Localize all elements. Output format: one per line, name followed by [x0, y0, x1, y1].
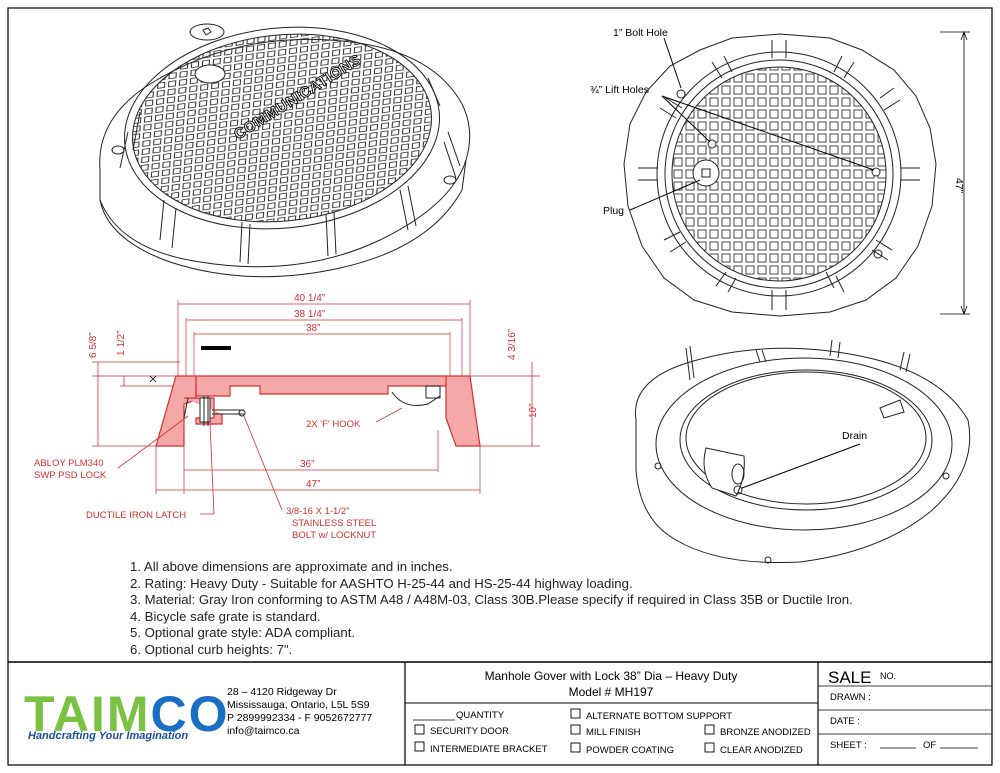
checkbox-clear-anodized[interactable]	[704, 742, 715, 753]
iso-lock-tab	[189, 23, 225, 41]
dim-10: 10”	[528, 404, 539, 418]
iso-ribs	[119, 77, 461, 265]
dim-47: 47”	[306, 479, 320, 490]
title-block	[8, 661, 992, 765]
section-title-bar	[201, 346, 231, 350]
option-powder-coating[interactable]: POWDER COATING	[586, 745, 674, 756]
note-4: 4. Bicycle safe grate is standard.	[130, 608, 321, 624]
note-6: 6. Optional curb heights: 7".	[130, 641, 293, 657]
drawn-label: DRAWN :	[830, 692, 871, 703]
taimco-logo: TAIMCO Handcrafting Your Imagination	[24, 686, 229, 742]
hook-label: 2X 'F' HOOK	[306, 419, 361, 430]
bottom-ring-inner-2	[685, 371, 927, 505]
bottom-ring-outer	[655, 357, 953, 531]
general-notes: 1. All above dimensions are approximate …	[130, 559, 853, 659]
checkbox-security-door[interactable]	[414, 724, 425, 735]
bottom-bolt-hole-2	[942, 472, 950, 480]
iso-plug	[194, 64, 226, 84]
dim-6-5-8: 6 5/8”	[88, 332, 99, 358]
option-mill-finish[interactable]: MILL FINISH	[586, 727, 641, 738]
email-line: info@taimco.ca	[227, 725, 300, 737]
latch-label: DUCTILE IRON LATCH	[86, 510, 186, 521]
iso-bottom-view	[634, 339, 971, 564]
sale-no-label: NO.	[880, 671, 896, 681]
address-line-1: 28 – 4120 Ridgeway Dr	[227, 686, 337, 698]
lift-holes-leader-2	[661, 95, 875, 171]
top-frame-inner	[656, 51, 902, 297]
top-dim-line	[940, 31, 970, 315]
lock-label-1: ABLOY PLM340	[34, 458, 104, 469]
sale-label: SALE	[828, 668, 871, 687]
sheet-border	[7, 7, 993, 766]
section-cover	[195, 375, 447, 397]
iso-grate	[123, 30, 441, 230]
bolt-label-1: 3/8-16 X 1-1/2”	[286, 506, 349, 517]
note-3: 3. Material: Gray Iron conforming to AST…	[130, 592, 853, 608]
phone-line: P 2899992334 - F 9052672777	[227, 712, 372, 724]
top-plug	[692, 159, 720, 187]
bottom-lock-body	[703, 447, 745, 497]
top-bolt-hole	[676, 89, 686, 99]
dim-4-3-16: 4 3/16”	[507, 329, 518, 360]
bolt-label-3: BOLT w/ LOCKNUT	[292, 530, 376, 541]
section-view	[92, 300, 540, 515]
dim-36: 36”	[300, 459, 314, 470]
option-alternate-bottom-support[interactable]: ALTERNATE BOTTOM SUPPORT	[586, 711, 732, 722]
lift-holes-label: ¾” Lift Holes	[590, 84, 649, 96]
drain-leader	[741, 443, 861, 489]
drain-label: Drain	[842, 430, 867, 442]
bottom-bolt-hole-1	[654, 462, 662, 470]
sheet-label: SHEET :	[830, 740, 867, 751]
top-cover-rim	[664, 59, 894, 289]
bottom-flange-outline	[634, 347, 971, 563]
plug-leader	[629, 179, 701, 211]
tagline: Handcrafting Your Imagination	[28, 730, 188, 742]
dim-38: 38”	[306, 323, 320, 334]
checkbox-mill-finish[interactable]	[570, 724, 581, 735]
option-security-door[interactable]: SECURITY DOOR	[430, 726, 509, 737]
drawing-title: Manhole Gover with Lock 38” Dia – Heavy …	[485, 669, 738, 683]
model-number: Model # MH197	[569, 685, 654, 699]
option-intermediate-bracket[interactable]: INTERMEDIATE BRACKET	[430, 744, 548, 755]
dim-38-1-4: 38 1/4”	[294, 309, 325, 320]
iso-bolt-hole-left	[111, 145, 125, 155]
checkbox-intermediate-bracket[interactable]	[414, 741, 425, 752]
date-label: DATE :	[830, 716, 860, 727]
top-dim-47: 47”	[953, 178, 965, 194]
lock-label-2: SWP PSD LOCK	[34, 470, 107, 481]
checkbox-alternate-bottom-support[interactable]	[570, 708, 581, 719]
bottom-bolt-hole-3	[764, 556, 772, 564]
top-bolt-hole-2	[873, 249, 883, 259]
dim-1-1-2: 1 1/2”	[116, 330, 127, 356]
section-lock	[184, 397, 223, 425]
address-line-2: Mississauga, Ontario, L5L 5S9	[227, 699, 370, 711]
top-plan-view	[623, 30, 970, 317]
option-bronze-anodized[interactable]: BRONZE ANODIZED	[720, 727, 811, 738]
bolt-hole-label: 1” Bolt Hole	[613, 27, 668, 39]
of-label: OF	[923, 740, 936, 751]
top-frame-outline	[623, 33, 937, 317]
iso-frame-base	[99, 159, 467, 278]
note-1: 1. All above dimensions are approximate …	[130, 559, 453, 574]
plug-label: Plug	[603, 205, 624, 217]
checkbox-powder-coating[interactable]	[570, 742, 581, 753]
quantity-label: QUANTITY	[456, 710, 505, 721]
bottom-ring-inner	[679, 369, 933, 511]
logo-text: TAIMCO	[24, 686, 229, 742]
option-clear-anodized[interactable]: CLEAR ANODIZED	[720, 745, 803, 756]
checkbox-bronze-anodized[interactable]	[704, 724, 715, 735]
dim-40-1-4: 40 1/4”	[294, 293, 325, 304]
note-2: 2. Rating: Heavy Duty - Suitable for AAS…	[130, 575, 633, 591]
iso-bolt-hole-right	[443, 175, 457, 185]
option-checkboxes	[414, 708, 715, 753]
note-5: 5. Optional grate style: ADA compliant.	[130, 625, 356, 641]
iso-top-view: COMMUNICATIONS	[99, 23, 471, 278]
bolt-hole-leader	[663, 37, 682, 89]
bolt-label-2: STAINLESS STEEL	[292, 518, 376, 529]
bottom-ribs	[685, 339, 911, 419]
section-frame-right	[445, 375, 481, 447]
lift-holes-leader-1	[661, 95, 711, 143]
